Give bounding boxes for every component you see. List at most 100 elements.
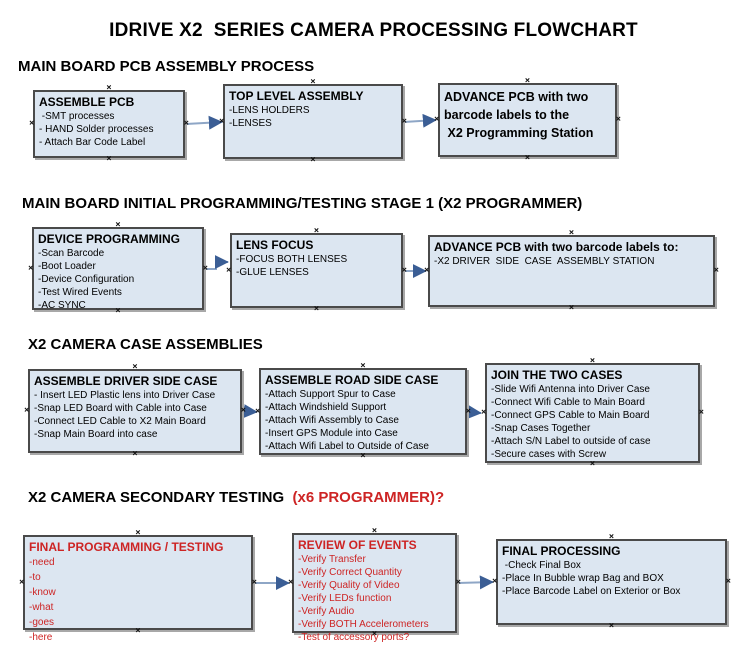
flow-box-final-processing: FINAL PROCESSING -Check Final Box -Place…	[492, 533, 731, 631]
box-item: -what	[29, 602, 54, 613]
connection-point-icon: ×	[360, 451, 366, 461]
connection-point-icon: ×	[713, 265, 719, 276]
box-item: -know	[29, 587, 56, 598]
connection-point-icon: ×	[455, 577, 461, 588]
box-title: LENS FOCUS	[236, 238, 314, 252]
flow-box-top-level-assembly: TOP LEVEL ASSEMBLY -LENS HOLDERS -LENSES…	[219, 78, 407, 165]
connection-point-icon: ×	[115, 306, 121, 316]
connection-point-icon: ×	[492, 576, 498, 587]
flow-box-lens-focus: LENS FOCUS -FOCUS BOTH LENSES -GLUE LENS…	[226, 227, 407, 314]
flow-box-advance-pcb-case-assembly: ADVANCE PCB with two barcode labels to: …	[424, 229, 719, 313]
connection-point-icon: ×	[19, 577, 25, 587]
section-heading-initial-programming: MAIN BOARD INITIAL PROGRAMMING/TESTING S…	[22, 195, 583, 212]
box-item: -Connect LED Cable to X2 Main Board	[34, 416, 206, 427]
connection-point-icon: ×	[615, 114, 621, 125]
box-item: -Test of accessory ports?	[298, 632, 410, 643]
arrow-r1-2	[403, 113, 437, 128]
arrow-r2-1	[205, 255, 229, 270]
flow-box-advance-pcb-programming-station: ADVANCE PCB with two barcode labels to t…	[434, 77, 621, 163]
box-item: -Verify Audio	[298, 606, 355, 617]
flow-box-assemble-pcb: ASSEMBLE PCB -SMT processes - HAND Solde…	[29, 84, 189, 164]
connection-point-icon: ×	[288, 577, 294, 588]
box-item: - Insert LED Plastic lens into Driver Ca…	[34, 390, 216, 401]
connection-point-icon: ×	[226, 265, 232, 275]
box-item: -Connect Wifi Cable to Main Board	[491, 397, 645, 408]
box-item: -AC SYNC	[38, 300, 86, 311]
box-item: -need	[29, 557, 55, 568]
box-item: -Insert GPS Module into Case	[265, 428, 398, 439]
box-item: -Secure cases with Screw	[491, 449, 607, 460]
box-item: -to	[29, 572, 41, 583]
box-item: -Boot Loader	[38, 261, 96, 272]
box-item: -Attach Wifi Assembly to Case	[265, 415, 399, 426]
connection-point-icon: ×	[589, 356, 596, 366]
connection-point-icon: ×	[255, 406, 261, 416]
connection-point-icon: ×	[465, 406, 471, 416]
connection-point-icon: ×	[28, 263, 34, 273]
connection-point-icon: ×	[115, 220, 121, 230]
connection-point-icon: ×	[434, 114, 440, 125]
connection-point-icon: ×	[313, 304, 320, 314]
box-item: -SMT processes	[39, 111, 115, 122]
flow-box-device-programming: DEVICE PROGRAMMING -Scan Barcode -Boot L…	[28, 221, 208, 316]
heading-black-part: X2 CAMERA SECONDARY TESTING	[28, 489, 293, 506]
box-item: -FOCUS BOTH LENSES	[236, 254, 348, 265]
box-item: -Attach Windshield Support	[265, 402, 387, 413]
connection-point-icon: ×	[29, 118, 35, 129]
connection-point-icon: ×	[589, 459, 596, 469]
box-title: ADVANCE PCB with two barcode labels to t…	[444, 90, 594, 140]
box-item: - HAND Solder processes	[39, 124, 154, 135]
box-item: -Verify Transfer	[298, 554, 366, 565]
connection-point-icon: ×	[132, 362, 138, 372]
connection-point-icon: ×	[24, 405, 30, 416]
connection-point-icon: ×	[481, 407, 487, 418]
box-item: -Connect GPS Cable to Main Board	[491, 410, 650, 421]
box-title: ASSEMBLE DRIVER SIDE CASE	[34, 374, 218, 388]
arrow-r1-1	[185, 115, 223, 130]
connection-point-icon: ×	[251, 577, 257, 587]
flow-box-join-the-two-cases: JOIN THE TWO CASES -Slide Wifi Antenna i…	[481, 357, 704, 469]
arrow-r4-2	[457, 575, 494, 590]
box-item: -X2 DRIVER SIDE CASE ASSEMBLY STATION	[434, 256, 655, 267]
connection-point-icon: ×	[135, 626, 141, 636]
flow-box-assemble-road-side-case: ASSEMBLE ROAD SIDE CASE -Attach Support …	[255, 362, 471, 461]
connection-point-icon: ×	[524, 153, 531, 163]
box-item: - Attach Bar Code Label	[39, 137, 146, 148]
box-title: FINAL PROGRAMMING / TESTING	[29, 540, 224, 554]
connection-point-icon: ×	[401, 265, 407, 275]
connection-point-icon: ×	[310, 155, 316, 165]
box-item: -Attach Support Spur to Case	[265, 389, 396, 400]
box-item: -Attach Wifi Label to Outside of Case	[265, 441, 429, 452]
box-item: -Scan Barcode	[38, 248, 105, 259]
box-title: DEVICE PROGRAMMING	[38, 232, 181, 246]
box-title: ASSEMBLE ROAD SIDE CASE	[265, 373, 439, 387]
box-item: -Check Final Box	[502, 560, 581, 571]
box-item: -Slide Wifi Antenna into Driver Case	[491, 384, 650, 395]
flow-box-assemble-driver-side-case: ASSEMBLE DRIVER SIDE CASE - Insert LED P…	[24, 363, 246, 459]
flow-box-final-programming-testing: FINAL PROGRAMMING / TESTING -need -to -k…	[19, 529, 257, 644]
box-title: JOIN THE TWO CASES	[491, 368, 623, 382]
box-title: REVIEW OF EVENTS	[298, 538, 417, 552]
connection-point-icon: ×	[219, 116, 225, 126]
connection-point-icon: ×	[608, 532, 615, 542]
connection-point-icon: ×	[313, 226, 320, 236]
connection-point-icon: ×	[132, 449, 138, 459]
box-item: -goes	[29, 617, 55, 628]
box-item: -LENS HOLDERS	[229, 105, 310, 116]
box-title: FINAL PROCESSING	[502, 544, 621, 558]
connection-point-icon: ×	[360, 361, 366, 371]
box-item: -LENSES	[229, 118, 272, 129]
box-item: -here	[29, 632, 53, 643]
connection-point-icon: ×	[106, 154, 112, 164]
page-title: IDRIVE X2 SERIES CAMERA PROCESSING FLOWC…	[109, 20, 638, 41]
connection-point-icon: ×	[608, 621, 615, 631]
connection-point-icon: ×	[568, 303, 575, 313]
box-item: -Snap Main Board into case	[34, 429, 158, 440]
connection-point-icon: ×	[310, 77, 316, 87]
box-item: -GLUE LENSES	[236, 267, 309, 278]
connection-point-icon: ×	[698, 407, 704, 418]
section-heading-case-assemblies: X2 CAMERA CASE ASSEMBLIES	[28, 336, 263, 353]
box-title: ASSEMBLE PCB	[39, 95, 135, 109]
box-item: -Verify LEDs function	[298, 593, 392, 604]
